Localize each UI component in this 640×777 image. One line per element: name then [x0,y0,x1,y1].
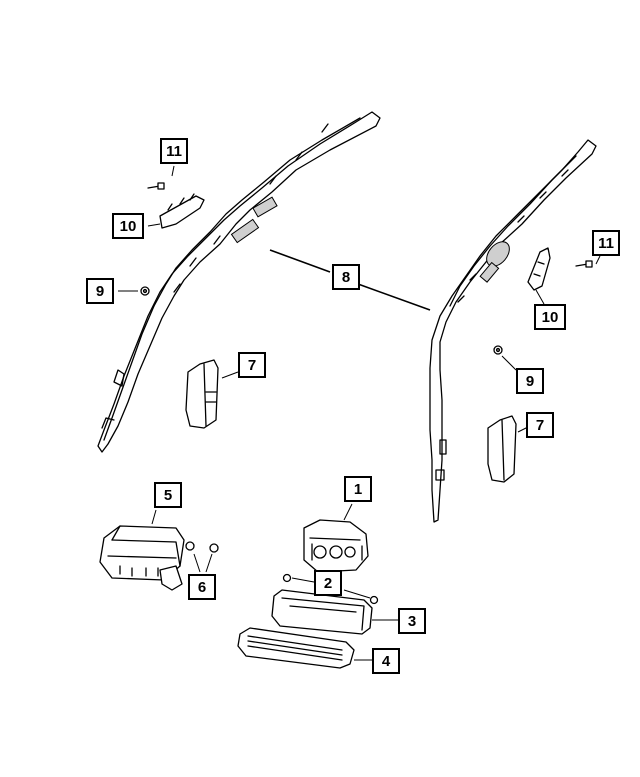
clips-2 [282,573,379,605]
leader-8-right [357,283,431,311]
callout-1: 1 [344,476,372,502]
callout-11-left: 11 [160,138,188,164]
knee-airbag-3 [271,589,398,635]
callout-7-right: 7 [526,412,554,438]
knee-bolster-4 [237,627,376,669]
callout-6: 6 [188,574,216,600]
right-screw-11 [575,255,601,268]
callout-3: 3 [398,608,426,634]
left-bracket-10 [147,193,205,229]
right-curtain-airbag [429,139,597,523]
right-bracket-10 [527,247,551,305]
left-clip-9 [118,286,150,296]
callout-9-left: 9 [86,278,114,304]
callout-9-right: 9 [516,368,544,394]
driver-airbag-1 [303,503,369,573]
callout-7-left: 7 [238,352,266,378]
left-screw-11 [147,165,175,190]
callout-8: 8 [332,264,360,290]
left-curtain-airbag [97,111,381,453]
callout-11-right: 11 [592,230,620,256]
passenger-airbag-5 [99,509,185,591]
callout-10-right: 10 [534,304,566,330]
left-side-airbag-7 [185,359,239,429]
screws-6 [185,541,219,573]
callout-4: 4 [372,648,400,674]
callout-2: 2 [314,570,342,596]
callout-5: 5 [154,482,182,508]
callout-10-left: 10 [112,213,144,239]
right-clip-9 [493,345,517,371]
right-side-airbag-7 [487,415,531,483]
leader-8-left [269,249,331,273]
